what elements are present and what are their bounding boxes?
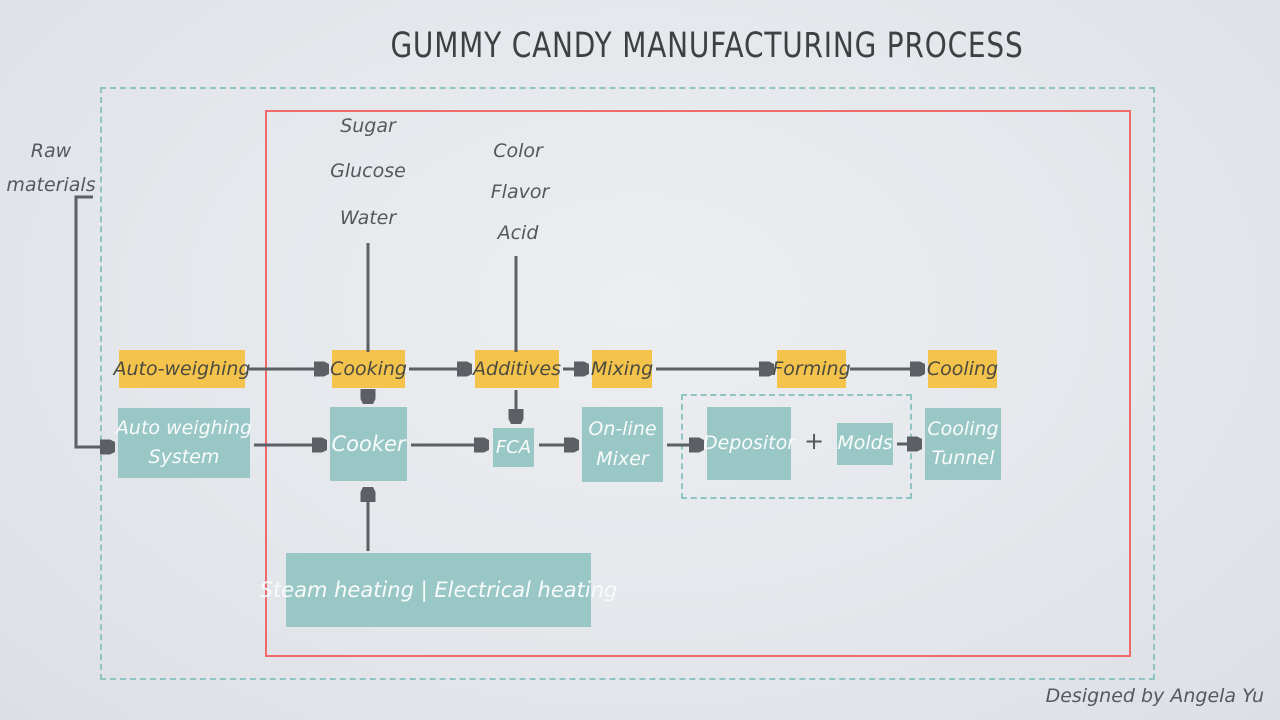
ingredient-flavor-label: Flavor [490, 181, 550, 203]
raw-materials-label: Raw materials [5, 134, 97, 202]
aws-line2: System [148, 446, 220, 468]
ingredient-color-label: Color [493, 140, 543, 162]
process-box-auto-weighing: Auto-weighing [114, 350, 250, 388]
red-frame-border [265, 110, 1131, 657]
aws-line1: Auto weighing [115, 416, 253, 439]
equipment-box-cooling-tunnel: Cooling Tunnel [925, 408, 1001, 480]
credit-text: Designed by Angela Yu [1045, 685, 1264, 707]
olm-line1: On-line [588, 418, 657, 441]
equipment-box-cooker: Cooker [330, 407, 407, 481]
equipment-box-heating: Steam heating | Electrical heating [260, 553, 617, 627]
process-box-mixing: Mixing [591, 350, 653, 388]
equipment-box-online-mixer: On-line Mixer [582, 407, 663, 482]
ingredient-water-label: Water [339, 207, 397, 229]
olm-line2: Mixer [596, 447, 649, 470]
process-box-cooling: Cooling [927, 350, 998, 388]
cooling-tunnel-line2: Tunnel [931, 447, 995, 469]
equipment-box-depositor: Depositor [703, 407, 795, 480]
cooling-tunnel-line1: Cooling [927, 417, 999, 440]
process-box-additives: Additives [473, 350, 561, 388]
equipment-box-fca: FCA [493, 428, 534, 467]
ingredient-acid-label: Acid [497, 222, 539, 244]
raw-materials-line1: Raw [30, 140, 72, 162]
raw-materials-line2: materials [6, 174, 96, 196]
page-title: GUMMY CANDY MANUFACTURING PROCESS [390, 26, 1024, 66]
process-box-cooking: Cooking [330, 350, 407, 388]
plus-sign: + [804, 427, 825, 455]
ingredient-sugar-label: Sugar [340, 115, 396, 137]
process-box-forming: Forming [772, 350, 851, 388]
ingredient-glucose-label: Glucose [330, 160, 406, 182]
equipment-box-auto-weighing-system: Auto weighing System [115, 408, 253, 478]
equipment-box-molds: Molds [837, 423, 893, 465]
